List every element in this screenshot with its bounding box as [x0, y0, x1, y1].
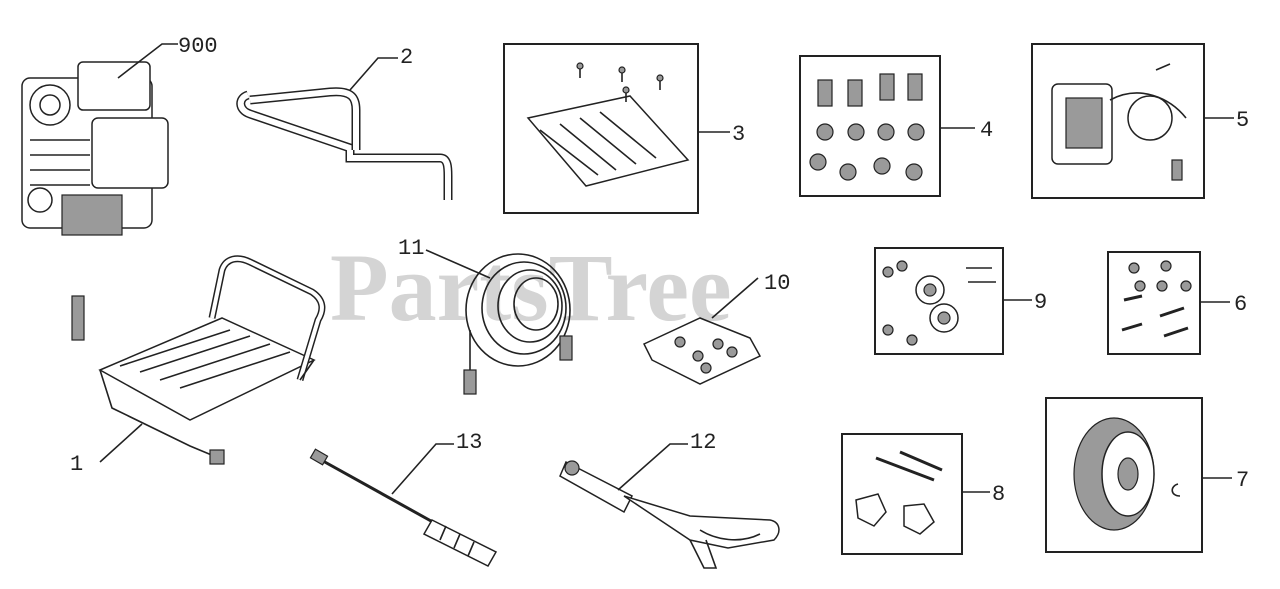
- callout-10: 10: [764, 271, 790, 296]
- part-frame[interactable]: [71, 255, 326, 465]
- leader-1: [99, 423, 143, 463]
- leader-11: [425, 249, 491, 279]
- callout-900: 900: [178, 34, 218, 59]
- callout-13: 13: [456, 430, 482, 455]
- part-axle-kit[interactable]: [841, 433, 963, 555]
- callout-12: 12: [690, 430, 716, 455]
- callout-1: 1: [70, 452, 83, 477]
- leader-2: [349, 57, 398, 91]
- leader-900: [117, 43, 178, 79]
- part-hose[interactable]: [463, 253, 573, 395]
- leader-10: [711, 277, 759, 319]
- callout-7: 7: [1236, 468, 1249, 493]
- part-panel-kit[interactable]: [503, 43, 699, 214]
- part-carburetor-kit[interactable]: [1031, 43, 1205, 199]
- part-mount-kit[interactable]: [799, 55, 941, 197]
- callout-11: 11: [398, 236, 424, 261]
- watermark-text: PartsTree: [330, 234, 732, 341]
- part-handle[interactable]: [236, 87, 453, 200]
- callout-2: 2: [400, 45, 413, 70]
- part-spray-gun[interactable]: [559, 460, 780, 569]
- part-hardware-bag[interactable]: [642, 317, 762, 385]
- part-spray-wand[interactable]: [309, 448, 498, 567]
- part-wheel[interactable]: [1045, 397, 1203, 553]
- callout-6: 6: [1234, 292, 1247, 317]
- callout-5: 5: [1236, 108, 1249, 133]
- part-bolt-kit[interactable]: [1107, 251, 1201, 355]
- part-engine[interactable]: [21, 61, 169, 236]
- callout-3: 3: [732, 122, 745, 147]
- callout-4: 4: [980, 118, 993, 143]
- leader-13: [391, 443, 454, 495]
- leader-12: [617, 443, 688, 491]
- callout-9: 9: [1034, 290, 1047, 315]
- part-wheel-hardware-kit[interactable]: [874, 247, 1004, 355]
- callout-8: 8: [992, 482, 1005, 507]
